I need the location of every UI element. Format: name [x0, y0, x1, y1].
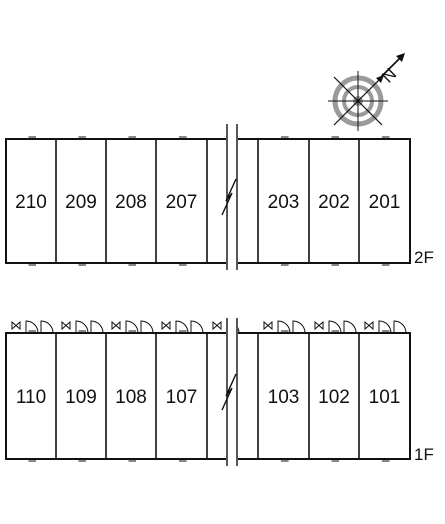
- door-swing-icon: [140, 320, 154, 334]
- door-swing-icon: [75, 320, 89, 334]
- door-swing-icon: [328, 320, 342, 334]
- floor-1f: 110 109 108 107 103 102 101 1F: [5, 320, 434, 464]
- unit-number-210: 210: [15, 192, 47, 213]
- door-swing-icon: [40, 320, 54, 334]
- unit-number-103: 103: [268, 387, 300, 408]
- unit-number-107: 107: [166, 387, 198, 408]
- meter-icon: [314, 320, 324, 331]
- meter-icon: [161, 320, 171, 331]
- floor-label-2f: 2F: [414, 248, 434, 267]
- meter-icon: [364, 320, 374, 331]
- door-swing-icon: [378, 320, 392, 334]
- unit-number-108: 108: [115, 387, 147, 408]
- floor-2f: 210 209 208 207 203 202 201 2F: [5, 136, 434, 267]
- break-gap: [226, 318, 238, 466]
- break-gap: [226, 124, 238, 270]
- unit-number-209: 209: [65, 192, 97, 213]
- compass-rose-icon: [328, 71, 388, 131]
- door-swing-icon: [343, 320, 357, 334]
- unit-number-110: 110: [16, 387, 46, 408]
- north-label: N: [378, 64, 400, 86]
- door-swing-icon: [25, 320, 39, 334]
- unit-number-102: 102: [318, 387, 350, 408]
- floor-label-1f: 1F: [414, 445, 434, 464]
- zigzag-break: [221, 178, 237, 216]
- door-swing-icon: [393, 320, 407, 334]
- unit-number-203: 203: [268, 192, 300, 213]
- door-swing-icon: [175, 320, 189, 334]
- door-swing-icon: [277, 320, 291, 334]
- unit-number-202: 202: [318, 192, 350, 213]
- unit-number-101: 101: [369, 387, 401, 408]
- door-swing-icon: [125, 320, 139, 334]
- unit-number-208: 208: [115, 192, 147, 213]
- unit-number-109: 109: [65, 387, 97, 408]
- unit-number-201: 201: [369, 192, 401, 213]
- door-swing-icon: [190, 320, 204, 334]
- meter-icon: [111, 320, 121, 331]
- door-swing-icon: [292, 320, 306, 334]
- meter-icon: [263, 320, 273, 331]
- zigzag-break: [221, 373, 237, 411]
- door-swing-icon: [90, 320, 104, 334]
- north-arrow-icon: N: [377, 53, 405, 87]
- meter-icon: [11, 320, 21, 331]
- meter-icon: [61, 320, 71, 331]
- meter-icon: [212, 320, 222, 331]
- unit-number-207: 207: [166, 192, 198, 213]
